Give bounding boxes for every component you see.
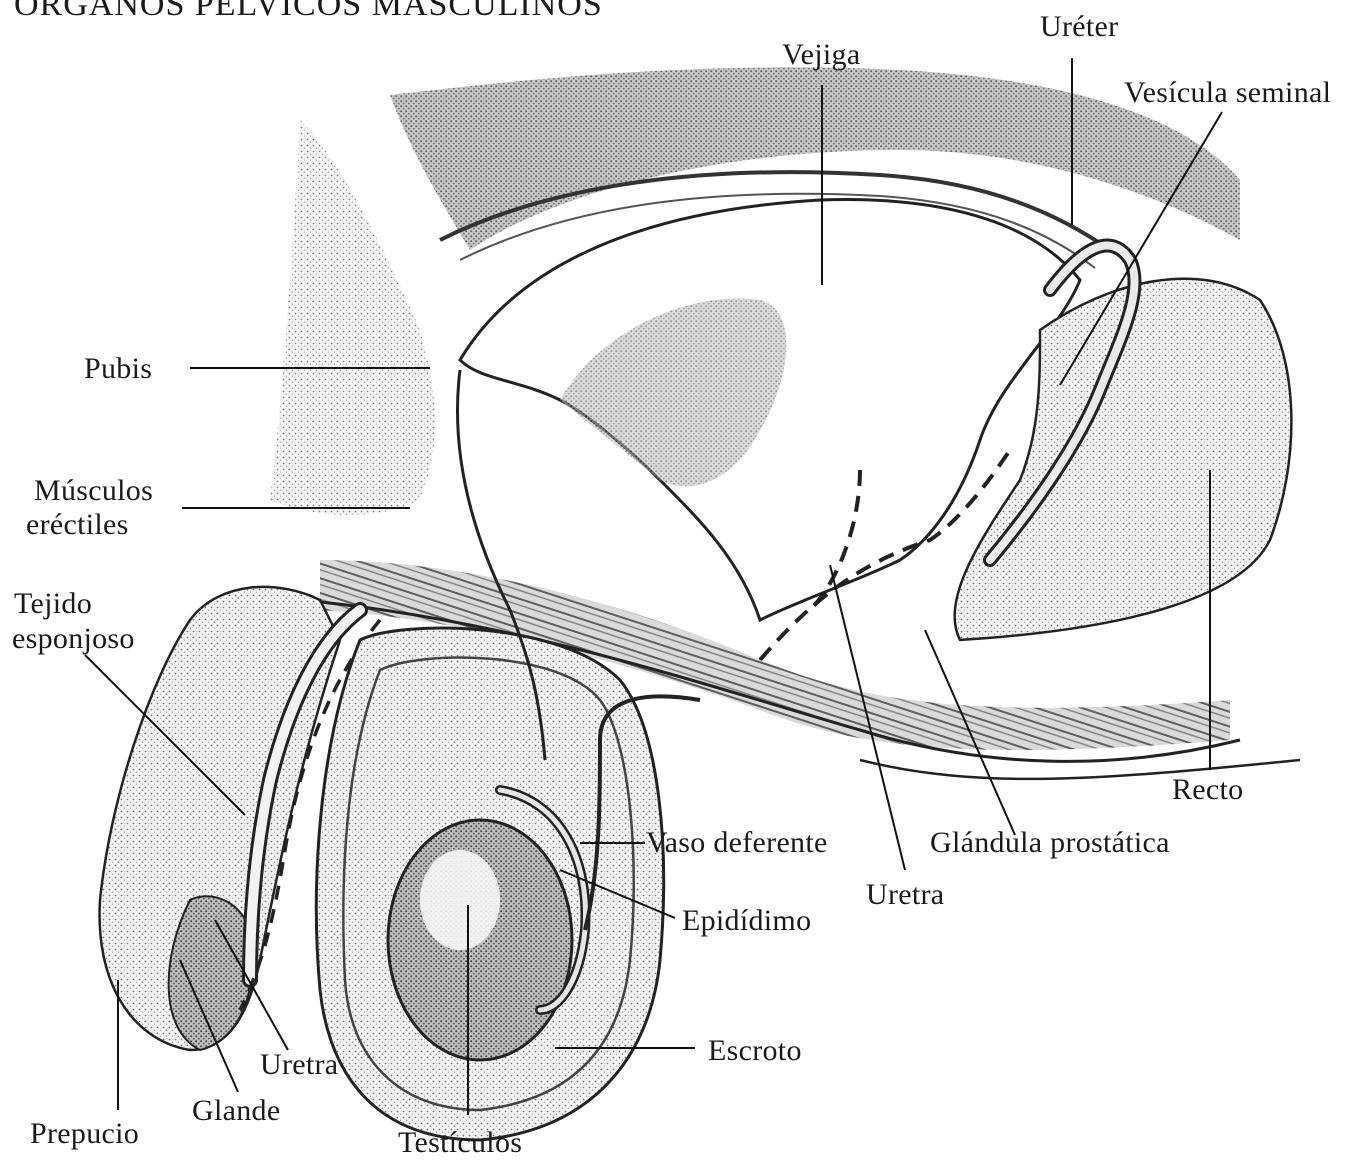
label-musculos-line1: Músculos	[34, 474, 153, 508]
label-testiculos: Testículos	[398, 1126, 522, 1160]
label-prepucio: Prepucio	[30, 1117, 139, 1151]
label-glandula-prostatica: Glándula prostática	[930, 826, 1170, 860]
label-ureter: Uréter	[1040, 10, 1118, 44]
label-tejido-line1: Tejido	[14, 587, 92, 621]
diagram-title: ÓRGANOS PÉLVICOS MASCULINOS	[14, 0, 603, 24]
pubic-region	[270, 120, 435, 515]
label-vaso-deferente: Vaso deferente	[646, 826, 828, 860]
label-uretra-center: Uretra	[866, 878, 944, 912]
label-musculos-line2: eréctiles	[26, 508, 129, 542]
label-pubis: Pubis	[84, 352, 152, 386]
label-uretra-left: Uretra	[260, 1048, 338, 1082]
label-glande: Glande	[192, 1094, 280, 1128]
glans-shape	[169, 896, 253, 1050]
label-epididimo: Epidídimo	[682, 904, 811, 938]
label-recto: Recto	[1172, 773, 1243, 807]
label-vesicula-seminal: Vesícula seminal	[1124, 76, 1331, 110]
label-vejiga: Vejiga	[782, 38, 860, 72]
label-tejido-line2: esponjoso	[12, 622, 135, 656]
label-escroto: Escroto	[708, 1034, 802, 1068]
